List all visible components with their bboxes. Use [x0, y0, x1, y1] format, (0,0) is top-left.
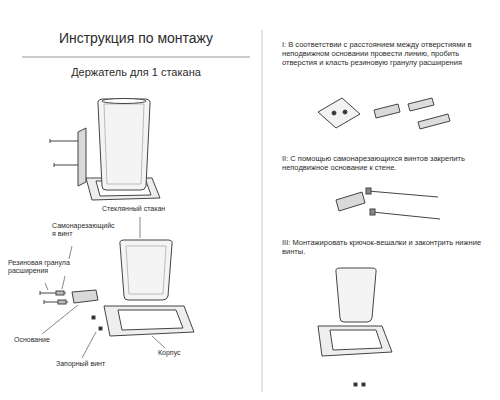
drawing-stroke	[102, 99, 146, 104]
drawing-stroke	[56, 291, 64, 295]
drawing-stroke	[372, 212, 440, 219]
drawing-stroke	[120, 240, 172, 300]
part-label: Корпус	[158, 349, 198, 357]
subtitle: Держатель для 1 стакана	[22, 66, 250, 79]
drawing-stroke	[408, 98, 434, 111]
part-label: Резиновая гранула расширения	[8, 259, 82, 276]
drawing-stroke	[152, 336, 165, 348]
drawing-stroke	[104, 306, 194, 336]
drawing-stroke	[330, 330, 382, 350]
drawing-stroke	[126, 246, 166, 294]
drawing-stroke	[54, 163, 55, 167]
drawing-stroke	[104, 104, 144, 184]
drawing-stroke	[362, 383, 365, 386]
drawing-stroke	[82, 332, 96, 358]
drawing-stroke	[354, 383, 357, 386]
assembled-holder	[50, 99, 160, 201]
step-text: III: Монтажировать крючок-вешалки и зако…	[282, 238, 482, 256]
drawing-stroke	[78, 128, 86, 186]
drawing-stroke	[50, 139, 51, 143]
step1-illustration	[318, 98, 450, 129]
drawing-stroke	[374, 104, 400, 118]
drawing-stroke	[54, 165, 78, 166]
drawing-stroke	[366, 188, 371, 194]
drawing-stroke	[44, 300, 45, 304]
drawing-stroke	[58, 300, 66, 304]
step2-illustration	[336, 188, 440, 219]
drawing-stroke	[98, 99, 150, 190]
part-label: Стеклянный стакан	[102, 205, 182, 213]
page-title: Инструкция по монтажу	[22, 30, 250, 47]
drawing-stroke	[336, 268, 376, 322]
drawing-stroke	[92, 316, 95, 319]
drawing-stroke	[336, 192, 365, 211]
exploded-view	[40, 240, 194, 336]
drawing-stroke	[50, 141, 78, 142]
drawing-stroke	[318, 326, 392, 356]
step-text: I: В соответствии с расстоянием между от…	[282, 40, 482, 67]
drawing-stroke	[45, 283, 48, 290]
drawing-stroke	[72, 290, 98, 303]
drawing-stroke	[99, 327, 102, 330]
drawing-stroke	[318, 98, 360, 128]
drawing-stroke	[140, 217, 141, 238]
drawing-stroke	[368, 191, 438, 197]
part-label: Запорный винт	[56, 360, 126, 368]
step3-illustration	[318, 268, 392, 386]
drawing-stroke	[118, 310, 183, 330]
drawing-stroke	[332, 111, 336, 115]
title-rule	[22, 56, 250, 57]
drawing-stroke	[42, 305, 78, 334]
part-label: Основание	[14, 336, 64, 344]
drawing-stroke	[343, 110, 347, 114]
drawing-stroke	[40, 291, 41, 295]
drawing-stroke	[370, 209, 375, 215]
divider	[262, 30, 263, 392]
drawing-stroke	[418, 114, 450, 129]
part-label: Самонарезающийс я винт	[52, 222, 118, 239]
step-text: II: С помощью самонарезающихся винтов за…	[282, 154, 482, 172]
